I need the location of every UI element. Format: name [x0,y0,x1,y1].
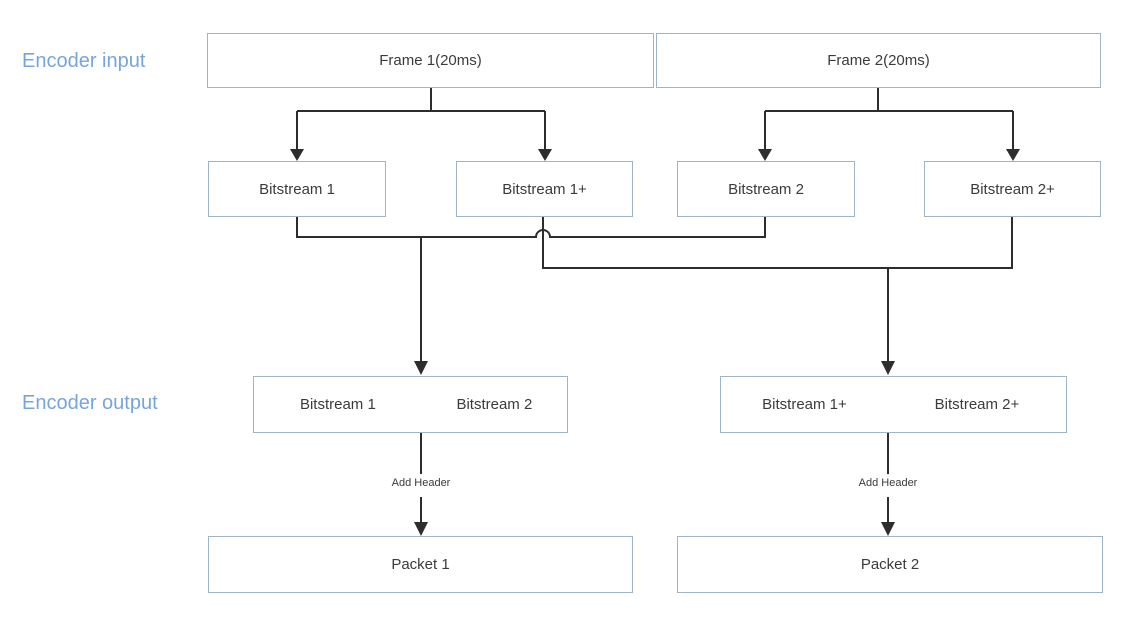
encoder-output-2-box: Bitstream 1+ Bitstream 2+ [720,376,1067,433]
encoder-output-label: Encoder output [22,392,158,414]
arrowhead-to-packet1 [414,522,428,536]
frame-2-label: Frame 2(20ms) [827,52,930,69]
frame-2-box: Frame 2(20ms) [656,33,1101,88]
merge-connector-output1 [296,217,766,238]
arrowhead-to-bitstream2plus [1006,149,1020,161]
output1-cell-bitstream2: Bitstream 2 [456,396,533,413]
output2-cell-bitstream1plus: Bitstream 1+ [762,396,847,413]
bitstream-2plus-label: Bitstream 2+ [970,180,1055,198]
arrowhead-to-bitstream2 [758,149,772,161]
bitstream-1plus-box: Bitstream 1+ [456,161,633,217]
bitstream-2-label: Bitstream 2 [728,180,804,198]
add-header-label-1: Add Header [371,477,471,489]
output1-cell-bitstream1: Bitstream 1 [299,396,376,413]
frame2-split-connector [764,88,1014,150]
bitstream-2plus-box: Bitstream 2+ [924,161,1101,217]
packet-1-box: Packet 1 [208,536,633,593]
arrowhead-to-output1 [414,361,428,375]
merge-connector-output2 [542,217,1013,269]
arrowhead-to-bitstream1 [290,149,304,161]
bitstream-2-box: Bitstream 2 [677,161,855,217]
frame-1-label: Frame 1(20ms) [379,52,482,69]
add-header-arrow-lines [420,497,889,522]
bitstream-1-label: Bitstream 1 [259,180,335,198]
arrowhead-to-bitstream1plus [538,149,552,161]
bitstream-1plus-label: Bitstream 1+ [502,180,587,198]
output2-cell-bitstream2plus: Bitstream 2+ [934,396,1020,413]
encoder-input-label: Encoder input [22,50,146,72]
lines-to-add-header [420,433,889,474]
arrowhead-to-packet2 [881,522,895,536]
encoder-output-1-box: Bitstream 1 Bitstream 2 [253,376,568,433]
add-header-label-2: Add Header [838,477,938,489]
packet-1-label: Packet 1 [391,556,450,573]
packet-2-label: Packet 2 [860,556,920,573]
frame-1-box: Frame 1(20ms) [207,33,654,88]
bitstream-1-box: Bitstream 1 [208,161,386,217]
packet-2-box: Packet 2 [677,536,1103,593]
frame1-split-connector [296,88,546,150]
arrowhead-to-output2 [881,361,895,375]
